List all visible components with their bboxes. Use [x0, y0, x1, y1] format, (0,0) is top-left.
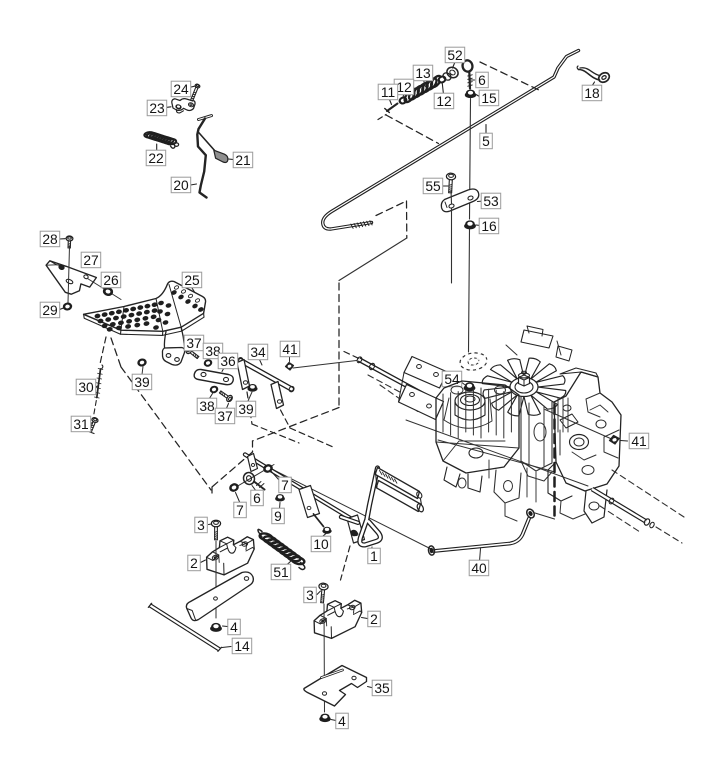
svg-text:7: 7: [281, 478, 289, 493]
svg-text:6: 6: [253, 491, 261, 506]
svg-text:34: 34: [250, 345, 266, 360]
svg-text:38: 38: [205, 344, 221, 359]
svg-text:21: 21: [235, 153, 250, 168]
svg-text:24: 24: [173, 82, 189, 97]
svg-text:25: 25: [184, 273, 200, 288]
svg-text:4: 4: [230, 620, 238, 635]
svg-text:6: 6: [478, 73, 486, 88]
svg-text:51: 51: [273, 565, 288, 580]
svg-text:7: 7: [236, 503, 244, 518]
svg-text:20: 20: [173, 178, 189, 193]
svg-text:23: 23: [149, 101, 165, 116]
svg-text:10: 10: [313, 537, 329, 552]
svg-text:53: 53: [483, 194, 499, 209]
svg-text:9: 9: [274, 509, 282, 524]
svg-text:55: 55: [425, 179, 441, 194]
svg-text:12: 12: [436, 94, 451, 109]
svg-text:39: 39: [134, 375, 150, 390]
svg-text:37: 37: [186, 336, 201, 351]
svg-text:4: 4: [338, 714, 346, 729]
svg-text:2: 2: [370, 612, 378, 627]
svg-text:37: 37: [217, 409, 232, 424]
svg-text:5: 5: [482, 134, 490, 149]
svg-text:31: 31: [73, 417, 88, 432]
svg-text:26: 26: [103, 273, 119, 288]
svg-text:41: 41: [631, 434, 646, 449]
svg-text:14: 14: [234, 639, 250, 654]
svg-text:35: 35: [374, 681, 390, 696]
svg-text:3: 3: [197, 518, 205, 533]
svg-text:28: 28: [42, 232, 58, 247]
svg-text:18: 18: [584, 86, 600, 101]
svg-text:29: 29: [42, 303, 58, 318]
svg-text:36: 36: [220, 354, 236, 369]
svg-text:39: 39: [238, 402, 254, 417]
svg-text:1: 1: [370, 549, 378, 564]
svg-text:13: 13: [415, 66, 431, 81]
svg-text:2: 2: [190, 556, 198, 571]
svg-text:52: 52: [447, 48, 462, 63]
svg-text:15: 15: [481, 91, 497, 106]
svg-text:12: 12: [396, 80, 411, 95]
svg-text:27: 27: [83, 253, 98, 268]
svg-text:11: 11: [381, 85, 395, 100]
svg-text:41: 41: [282, 342, 297, 357]
svg-text:40: 40: [471, 561, 487, 576]
svg-text:38: 38: [199, 399, 215, 414]
svg-text:3: 3: [306, 588, 314, 603]
svg-text:16: 16: [481, 219, 497, 234]
svg-text:30: 30: [78, 380, 94, 395]
svg-text:22: 22: [148, 151, 163, 166]
